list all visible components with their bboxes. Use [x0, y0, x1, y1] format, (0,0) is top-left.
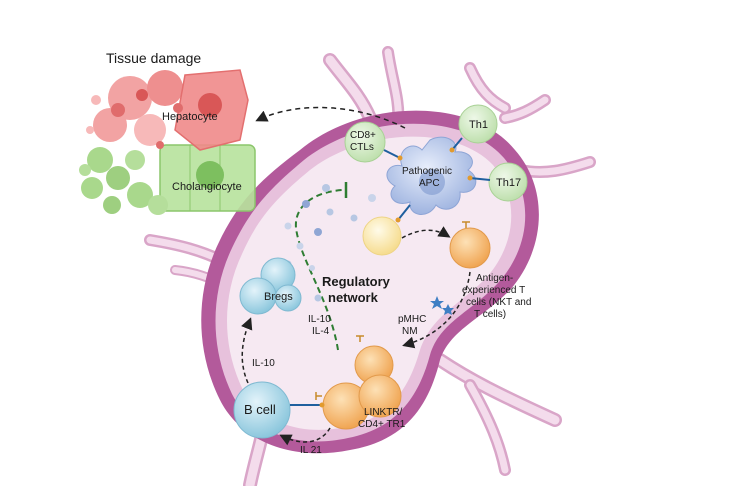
- linktr-label-line1: LINKTR/: [364, 407, 403, 418]
- hepatocyte-label: Hepatocyte: [162, 111, 218, 123]
- il10-il4-inhibition: [294, 182, 348, 351]
- tcr-connectors: [383, 137, 491, 223]
- th17-label: Th17: [496, 177, 521, 189]
- th1-cell: Th1: [458, 104, 498, 144]
- th17-cell: Th17: [488, 162, 528, 202]
- regulatory-network-line2: network: [328, 290, 379, 305]
- b-cell-label: B cell: [244, 402, 276, 417]
- cholangiocyte-tissue: [79, 144, 256, 215]
- pmhc-stars: [430, 296, 454, 315]
- antigen-label-line4: T cells): [474, 309, 506, 320]
- pathogenic-apc: Pathogenic APC: [386, 136, 477, 215]
- apc-label-line2: APC: [419, 178, 440, 189]
- linktr-cd4-tr1-cells: LINKTR/ CD4+ TR1: [315, 335, 406, 430]
- tissue-damage-group: Tissue damage Hepatocyte Cholangiocyte: [79, 50, 256, 215]
- antigen-label-line1: Antigen-: [476, 273, 513, 284]
- cd8-label-line1: CD8+: [350, 130, 376, 141]
- pmhc-label-line2: NM: [402, 326, 418, 337]
- bregs-cells: Bregs: [239, 257, 302, 315]
- b-cell: B cell: [233, 381, 291, 439]
- il21-label: IL 21: [300, 445, 322, 456]
- th1-label: Th1: [469, 119, 488, 131]
- antigen-to-linktr-arrow: [402, 271, 471, 349]
- tissue-damage-title: Tissue damage: [106, 50, 201, 66]
- regulatory-network-line1: Regulatory: [322, 274, 391, 289]
- il10-il4-line1: IL-10: [308, 314, 331, 325]
- pmhc-label-line1: pMHC: [398, 314, 426, 325]
- linktr-label-line2: CD4+ TR1: [358, 419, 406, 430]
- cholangiocyte-label: Cholangiocyte: [172, 181, 242, 193]
- cd8-ctl-cell: CD8+ CTLs: [344, 121, 386, 163]
- antigen-experienced-t-cell: Antigen- experienced T cells (NKT and T …: [449, 221, 531, 320]
- il21-arrow: [279, 427, 331, 446]
- apc-label-line1: Pathogenic: [402, 166, 452, 177]
- il10-il4-line2: IL-4: [312, 326, 330, 337]
- bcell-to-bregs-arrow: [241, 317, 253, 384]
- antigen-label-line2: experienced T: [462, 285, 525, 296]
- il10-label: IL-10: [252, 358, 275, 369]
- hepatocyte-tissue: [86, 69, 249, 151]
- bregs-label: Bregs: [264, 291, 293, 303]
- lymph-node: [201, 110, 539, 454]
- bcell-linktr-connector: [290, 402, 325, 408]
- cd8-label-line2: CTLs: [350, 142, 374, 153]
- yellow-to-antigen-arrow: [401, 226, 451, 239]
- antigen-label-line3: cells (NKT and: [466, 297, 531, 308]
- yellow-cell: [362, 216, 402, 256]
- apc-to-tissue-arrow: [255, 106, 406, 129]
